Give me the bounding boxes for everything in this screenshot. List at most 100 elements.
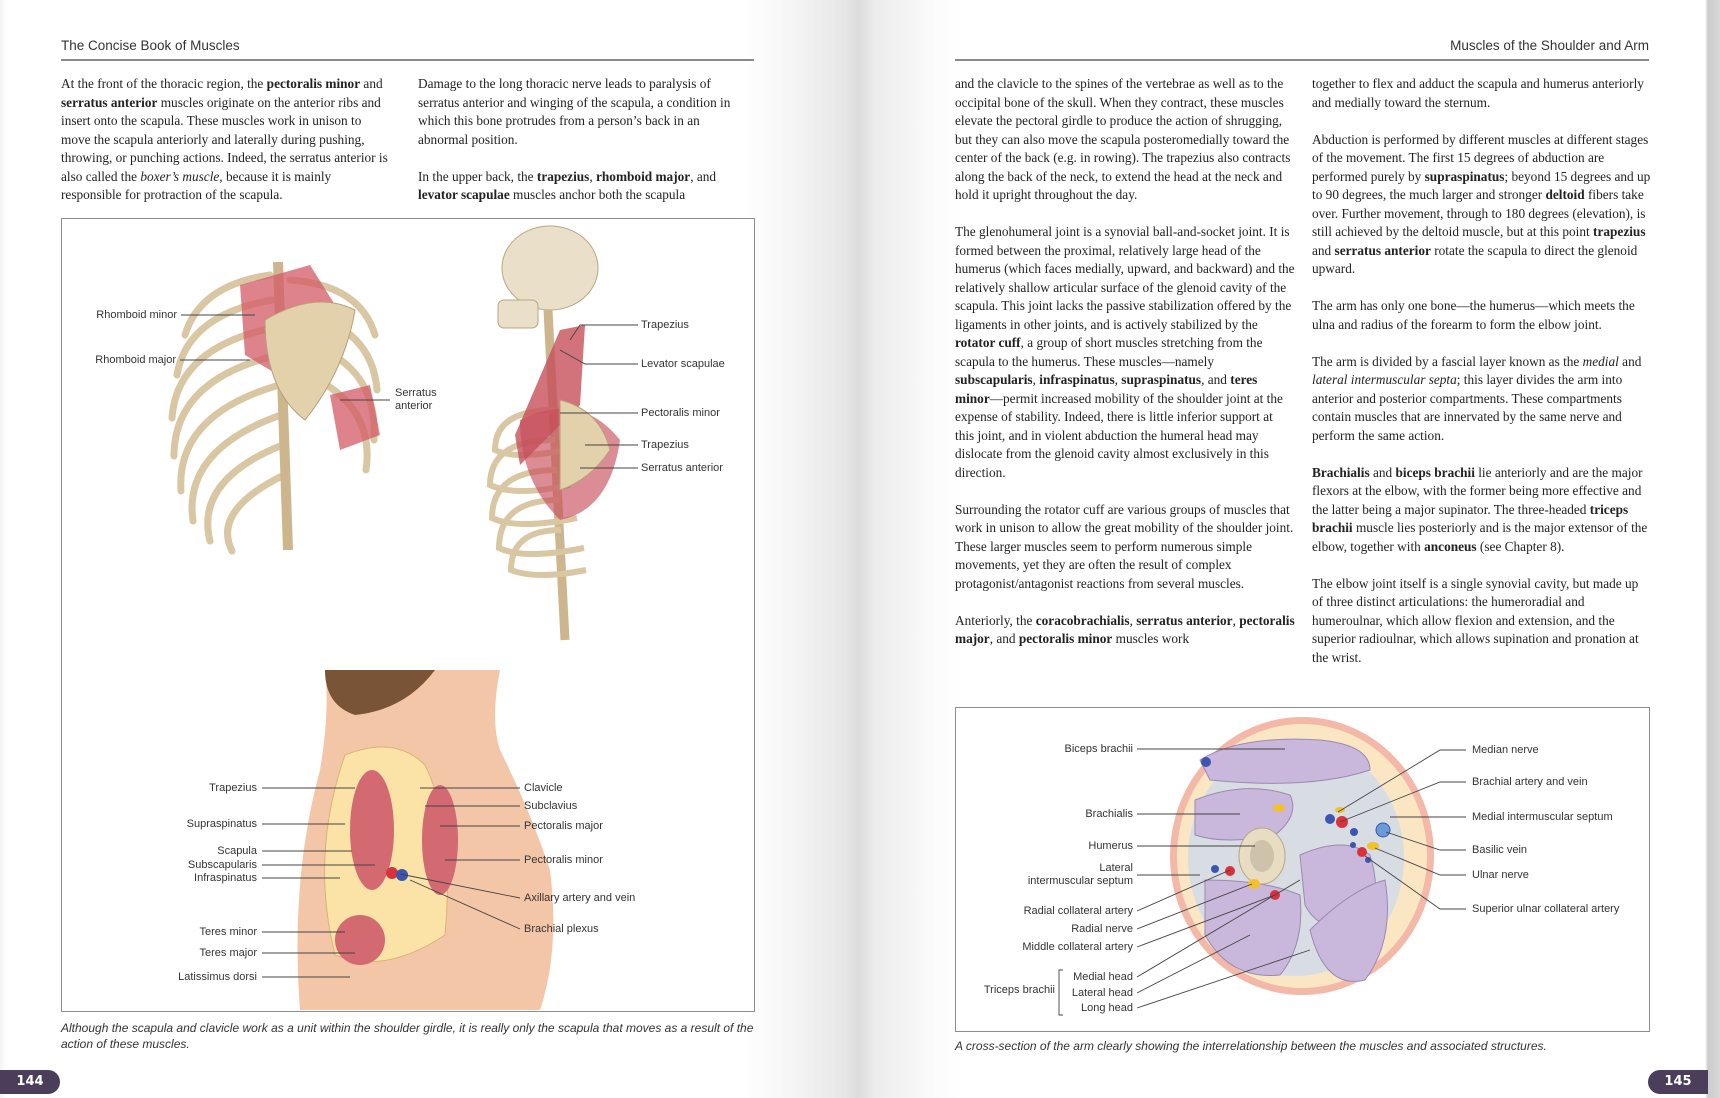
bold-term: trapezius bbox=[1593, 224, 1646, 239]
text-run: The glenohumeral joint is a synovial bal… bbox=[955, 224, 1295, 332]
text-run: At the front of the thoracic region, the bbox=[61, 76, 267, 91]
label-medial-head: Medial head bbox=[1073, 971, 1133, 983]
text-run: and bbox=[1369, 464, 1396, 480]
label-trapezius-b1: Trapezius bbox=[641, 319, 689, 331]
label-humerus: Humerus bbox=[1088, 840, 1133, 852]
label-infraspinatus: Infraspinatus bbox=[194, 872, 257, 884]
paragraph: The elbow joint itself is a single synov… bbox=[1312, 575, 1652, 668]
label-serratus-anterior-a: Serratus anterior bbox=[395, 387, 437, 412]
label-superior-ulnar-collateral-artery: Superior ulnar collateral artery bbox=[1472, 903, 1620, 915]
text-run: , bbox=[1129, 612, 1137, 628]
left-column-2: Damage to the long thoracic nerve leads … bbox=[418, 75, 746, 223]
paragraph: Surrounding the rotator cuff are various… bbox=[955, 501, 1295, 594]
paragraph: together to flex and adduct the scapula … bbox=[1312, 75, 1652, 112]
right-figure-frame bbox=[955, 707, 1650, 1032]
paragraph: At the front of the thoracic region, the… bbox=[61, 75, 394, 205]
label-clavicle: Clavicle bbox=[524, 782, 563, 794]
left-figure-frame bbox=[61, 218, 755, 1012]
text-run: —permit increased mobility of the should… bbox=[955, 390, 1283, 480]
bold-term: serratus anterior bbox=[1136, 612, 1233, 628]
label-subclavius: Subclavius bbox=[524, 800, 578, 812]
paragraph: The arm is divided by a fascial layer kn… bbox=[1312, 353, 1652, 446]
label-lateral-head: Lateral head bbox=[1071, 987, 1133, 999]
text-run: and the clavicle to the spines of the ve… bbox=[955, 76, 1291, 202]
text-run: The elbow joint itself is a single synov… bbox=[1312, 575, 1639, 665]
label-radial-nerve: Radial nerve bbox=[1071, 923, 1133, 935]
label-ulnar-nerve: Ulnar nerve bbox=[1472, 869, 1529, 881]
paragraph: The arm has only one bone—the humerus—wh… bbox=[1312, 297, 1652, 334]
bold-term: coracobrachialis bbox=[1035, 612, 1130, 628]
paragraph: The glenohumeral joint is a synovial bal… bbox=[955, 223, 1295, 482]
left-running-head: The Concise Book of Muscles bbox=[61, 38, 240, 53]
text-run: lie anteriorly and are the major flexors… bbox=[1312, 464, 1643, 517]
bold-term: triceps brachii bbox=[1312, 501, 1629, 536]
text-run: (see Chapter 8). bbox=[1476, 538, 1565, 554]
text-run: muscles work bbox=[1112, 631, 1190, 646]
label-scapula: Scapula bbox=[217, 845, 257, 857]
label-serratus-anterior-b: Serratus anterior bbox=[641, 462, 723, 474]
bold-term: levator scapulae bbox=[418, 187, 510, 202]
text-run: fibers take over. Further movement, thro… bbox=[1312, 187, 1646, 239]
right-column-2: together to flex and adduct the scapula … bbox=[1312, 75, 1652, 686]
text-run: In the upper back, the bbox=[418, 168, 537, 184]
label-brachial-plexus: Brachial plexus bbox=[524, 923, 599, 935]
label-teres-major: Teres major bbox=[199, 947, 257, 959]
text-run: , and bbox=[690, 168, 717, 184]
label-pectoralis-minor-c: Pectoralis minor bbox=[524, 854, 603, 866]
label-supraspinatus: Supraspinatus bbox=[186, 818, 257, 830]
label-trapezius-c: Trapezius bbox=[209, 782, 257, 794]
label-middle-collateral-artery: Middle collateral artery bbox=[1022, 941, 1133, 953]
bold-term: biceps brachii bbox=[1395, 464, 1475, 480]
bold-term: deltoid bbox=[1545, 187, 1585, 202]
right-header-rule bbox=[955, 59, 1649, 61]
label-triceps-brachii: Triceps brachii bbox=[983, 984, 1055, 996]
label-basilic-vein: Basilic vein bbox=[1472, 844, 1528, 856]
label-pectoralis-minor-b: Pectoralis minor bbox=[641, 407, 720, 419]
text-run: and bbox=[1618, 353, 1642, 369]
italic-term: boxer’s muscle bbox=[140, 168, 220, 184]
bold-term: pectoralis minor bbox=[266, 76, 361, 91]
bold-term: trapezius bbox=[536, 168, 590, 184]
text-run: , a group of short muscles stretching fr… bbox=[955, 335, 1263, 369]
text-run: , bbox=[1032, 372, 1040, 387]
text-run: The arm has only one bone—the humerus—wh… bbox=[1312, 298, 1635, 332]
bold-term: subscapularis bbox=[955, 372, 1033, 387]
paragraph: Abduction is performed by different musc… bbox=[1312, 131, 1652, 279]
label-radial-collateral-artery: Radial collateral artery bbox=[1023, 905, 1133, 917]
label-medial-intermuscular-septum: Medial intermuscular septum bbox=[1472, 811, 1613, 823]
label-rhomboid-minor: Rhomboid minor bbox=[96, 309, 177, 321]
text-run: rotate the scapula to direct the glenoid… bbox=[1312, 242, 1638, 277]
text-run: and bbox=[360, 76, 383, 91]
label-pectoralis-major: Pectoralis major bbox=[524, 820, 603, 832]
bold-term: teres minor bbox=[955, 372, 1258, 406]
bold-term: supraspinatus bbox=[1424, 168, 1505, 184]
label-biceps-brachii: Biceps brachii bbox=[1064, 743, 1133, 755]
page-number-left: 144 bbox=[0, 1070, 60, 1094]
label-subscapularis: Subscapularis bbox=[187, 859, 257, 871]
bold-term: supraspinatus bbox=[1121, 372, 1202, 387]
text-run: , and bbox=[1201, 372, 1231, 387]
italic-term: medial bbox=[1582, 353, 1619, 369]
label-brachialis: Brachialis bbox=[1085, 808, 1133, 820]
label-axillary-artery-vein: Axillary artery and vein bbox=[524, 892, 636, 904]
label-long-head: Long head bbox=[1081, 1002, 1133, 1014]
text-run: together to flex and adduct the scapula … bbox=[1312, 76, 1644, 110]
text-run: muscles anchor both the scapula bbox=[509, 187, 686, 202]
label-intermuscular-septum: intermuscular septum bbox=[1027, 875, 1133, 887]
italic-term: lateral intermuscular septa bbox=[1312, 372, 1457, 387]
right-column-1: and the clavicle to the spines of the ve… bbox=[955, 75, 1295, 667]
text-run: , bbox=[1114, 372, 1122, 387]
bold-term: Brachialis bbox=[1312, 464, 1370, 480]
text-run: ; beyond 15 degrees and up to 90 degrees… bbox=[1312, 168, 1651, 203]
text-run: , because it is mainly responsible for p… bbox=[61, 168, 332, 203]
text-run: The arm is divided by a fascial layer kn… bbox=[1312, 353, 1583, 369]
text-run: muscle lies posteriorly and is the major… bbox=[1312, 520, 1648, 554]
paragraph: and the clavicle to the spines of the ve… bbox=[955, 75, 1295, 205]
right-figure-caption: A cross-section of the arm clearly showi… bbox=[955, 1039, 1547, 1053]
right-running-head: Muscles of the Shoulder and Arm bbox=[1450, 38, 1649, 53]
paragraph: Damage to the long thoracic nerve leads … bbox=[418, 75, 746, 149]
bold-term: pectoralis major bbox=[955, 612, 1295, 647]
text-run: Anteriorly, the bbox=[955, 612, 1036, 628]
text-run: Surrounding the rotator cuff are various… bbox=[955, 501, 1294, 591]
bold-term: pectoralis minor bbox=[1018, 631, 1113, 646]
